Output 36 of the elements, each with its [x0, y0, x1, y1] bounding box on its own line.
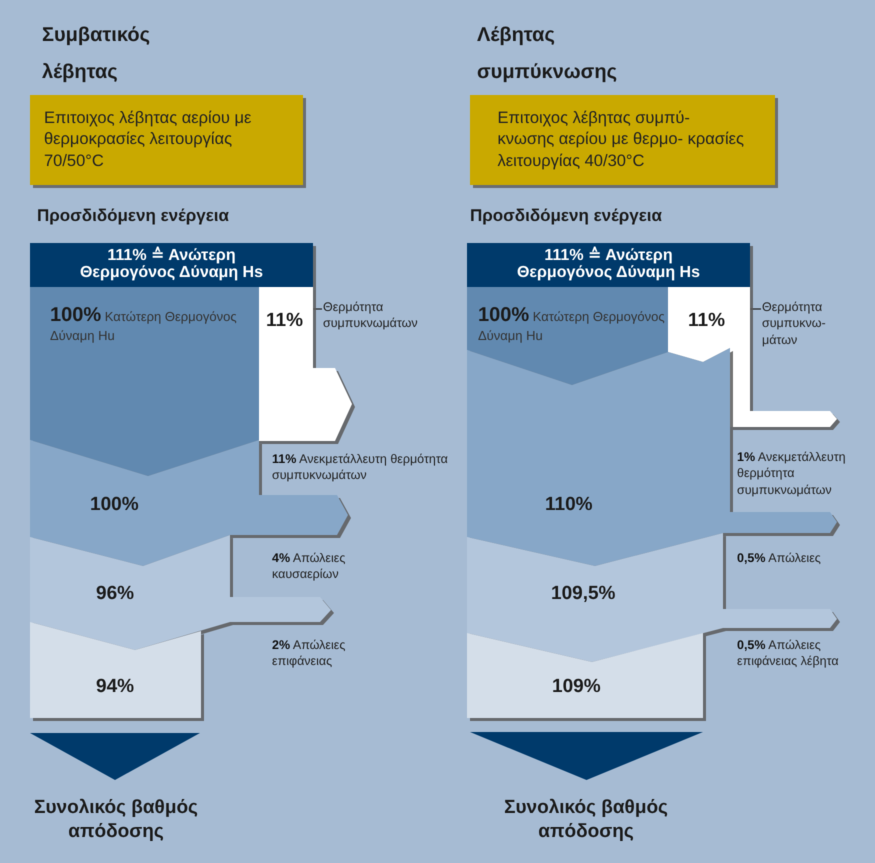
output-triangle — [470, 732, 703, 780]
loss-label: 2% Απώλειες επιφάνειας — [272, 637, 346, 670]
annotation-text: Θερμότητα συμπυκνω- μάτων — [762, 299, 847, 348]
flow-band — [467, 287, 668, 385]
loss-label: 4% Απώλειες καυσαερίων — [272, 550, 346, 582]
leader-line — [750, 308, 761, 310]
section-heading: Προσδιδόμενη ενέργεια — [37, 206, 229, 226]
caption-text: Συνολικός βαθμός απόδοσης — [503, 796, 669, 844]
flow-band — [668, 287, 837, 427]
annotation-text: Θερμότητα συμπυκνωμάτων — [323, 299, 448, 332]
percent-value: 110% — [545, 494, 593, 517]
energy-label: 100% Κατώτερη Θερμογόνος Δύναμη Hu — [50, 303, 238, 345]
panel-title: Λέβητας συμπύκνωσης — [477, 23, 618, 85]
flow-band — [467, 633, 703, 718]
heading-band: 111% ≙ Ανώτερη Θερμογόνος Δύναμη Hs — [30, 243, 313, 287]
caption-text: Συνολικός βαθμός απόδοσης — [33, 796, 199, 844]
energy-label: 100% Κατώτερη Θερμογόνος Δύναμη Hu — [478, 303, 666, 345]
description-box: Επιτοιχος λέβητας αερίου με θερμοκρασίες λειτουργίας 70/50°C — [30, 95, 303, 185]
description-box: Επιτοιχος λέβητας συμπύ- κνωσης αερίου με θερμο- κρασίες λειτουργίας 40/30°C — [470, 95, 775, 185]
section-heading: Προσδιδόμενη ενέργεια — [470, 206, 662, 226]
percent-value: 100% — [90, 494, 139, 517]
flow-band — [30, 287, 259, 476]
flow-band — [30, 622, 201, 718]
loss-label: 0,5% Απώλειες επιφάνειας λέβητα — [737, 637, 840, 670]
heading-band: 111% ≙ Ανώτερη Θερμογόνος Δύναμη Hs — [467, 243, 750, 287]
percent-value: 11% — [266, 310, 303, 333]
panel-title: Συμβατικός λέβητας — [42, 23, 151, 85]
loss-label: 0,5% Απώλειες — [737, 550, 821, 566]
loss-label: 1% Ανεκμετάλλευτη θερμότητα συμπυκνωμάτων — [737, 449, 847, 498]
percent-value: 96% — [96, 583, 134, 606]
percent-value: 109% — [552, 676, 601, 699]
percent-value: 94% — [96, 676, 134, 699]
loss-label: 11% Ανεκμετάλλευτη θερμότητα συμπυκνωμάτων — [272, 451, 449, 484]
percent-value: 11% — [688, 310, 725, 333]
percent-value: 109,5% — [551, 583, 616, 606]
output-triangle — [30, 733, 200, 780]
